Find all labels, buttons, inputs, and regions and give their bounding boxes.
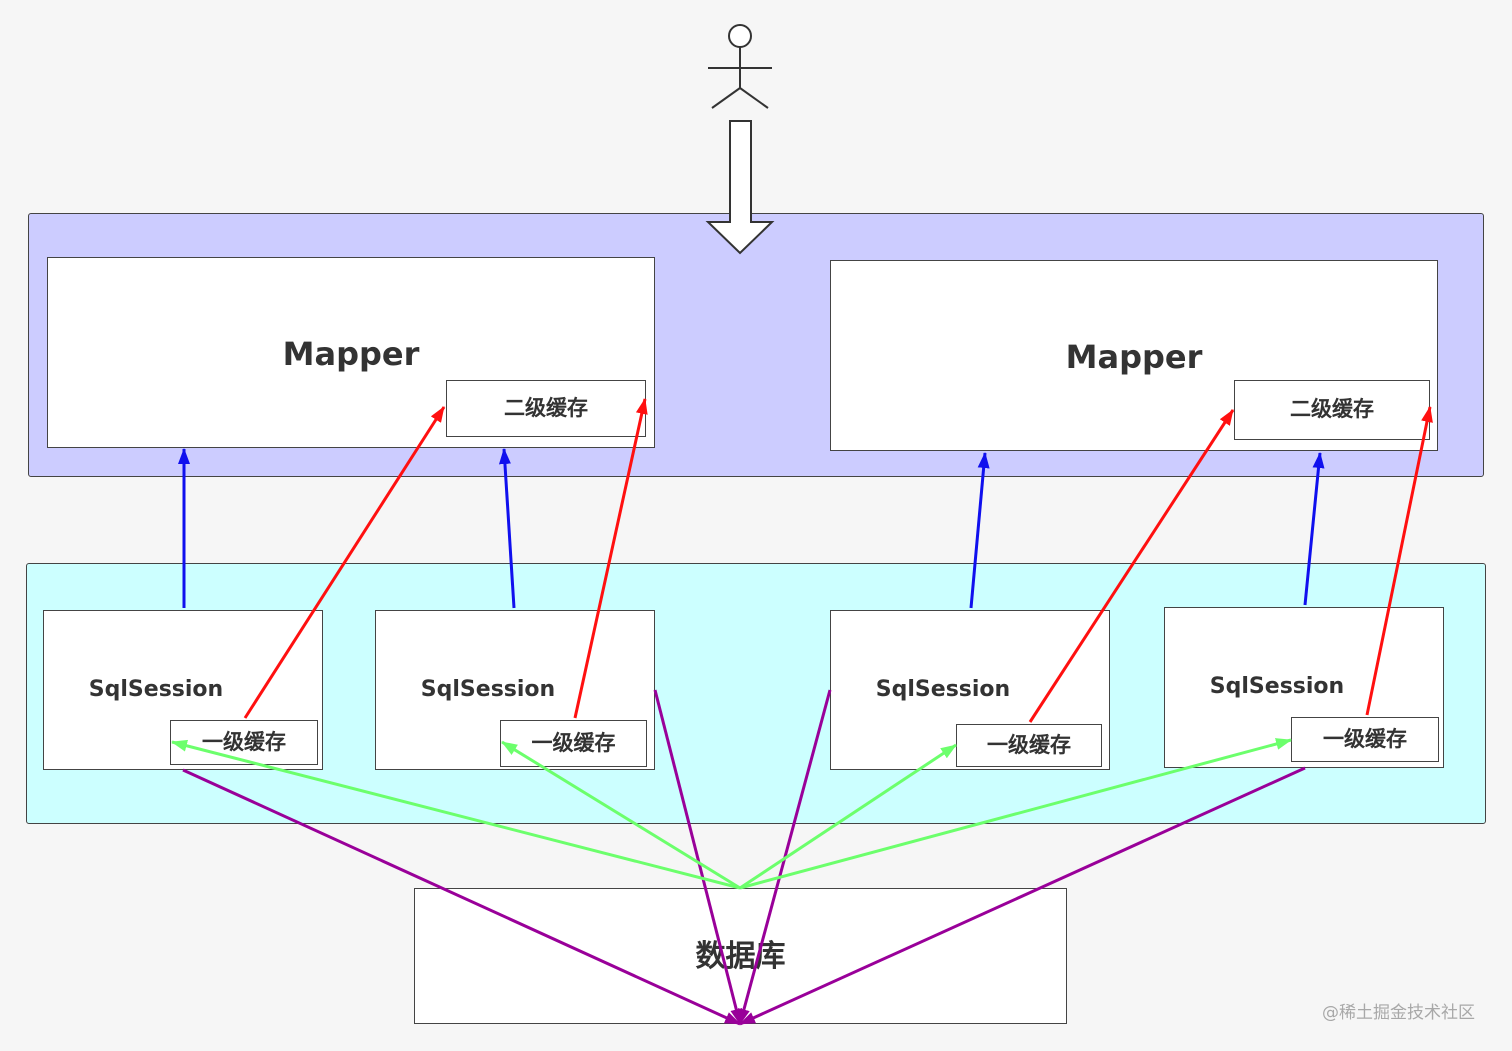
sqlsession-label: SqlSession — [420, 677, 556, 702]
sqlsession-box-2: SqlSession 一级缓存 — [375, 610, 655, 770]
mapper-box-1: Mapper 二级缓存 — [47, 257, 655, 448]
first-level-cache-box: 一级缓存 — [170, 720, 318, 765]
watermark: @稀土掘金技术社区 — [1322, 1003, 1475, 1023]
sqlsession-box-4: SqlSession 一级缓存 — [1164, 607, 1444, 768]
database-label: 数据库 — [695, 939, 786, 974]
mapper-label: Mapper — [282, 335, 420, 373]
first-level-cache-box: 一级缓存 — [500, 720, 647, 767]
sqlsession-label: SqlSession — [88, 677, 224, 702]
sqlsession-box-1: SqlSession 一级缓存 — [43, 610, 323, 770]
second-level-cache-box: 二级缓存 — [446, 380, 646, 437]
sqlsession-label: SqlSession — [875, 677, 1011, 702]
sqlsession-label: SqlSession — [1209, 674, 1345, 699]
first-level-cache-box: 一级缓存 — [956, 724, 1102, 767]
sqlsession-box-3: SqlSession 一级缓存 — [830, 610, 1110, 770]
database-box: 数据库 — [414, 888, 1067, 1024]
mapper-label: Mapper — [1065, 338, 1203, 376]
stick-figure-icon — [708, 24, 772, 109]
first-level-cache-box: 一级缓存 — [1291, 717, 1439, 762]
mapper-box-2: Mapper 二级缓存 — [830, 260, 1438, 451]
second-level-cache-box: 二级缓存 — [1234, 380, 1430, 440]
